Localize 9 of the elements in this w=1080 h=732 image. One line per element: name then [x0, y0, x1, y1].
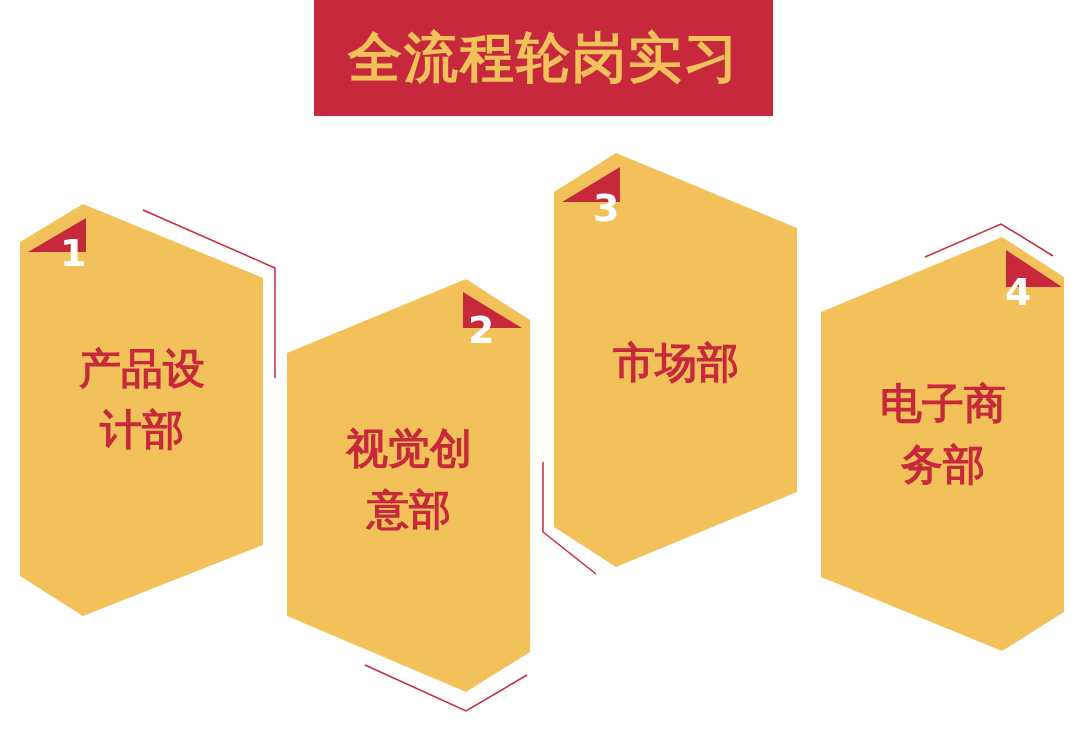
hexagon-card	[821, 237, 1065, 651]
department-name: 视觉创意部	[344, 423, 473, 536]
department-name: 产品设计部	[78, 343, 206, 456]
hexagon-card	[287, 279, 531, 692]
hexagon-card	[554, 153, 798, 567]
title-banner: 全流程轮岗实习	[314, 0, 773, 116]
hexagon-card	[20, 204, 264, 616]
department-name: 电子商务部	[879, 378, 1007, 491]
department-name: 市场部	[612, 337, 740, 389]
